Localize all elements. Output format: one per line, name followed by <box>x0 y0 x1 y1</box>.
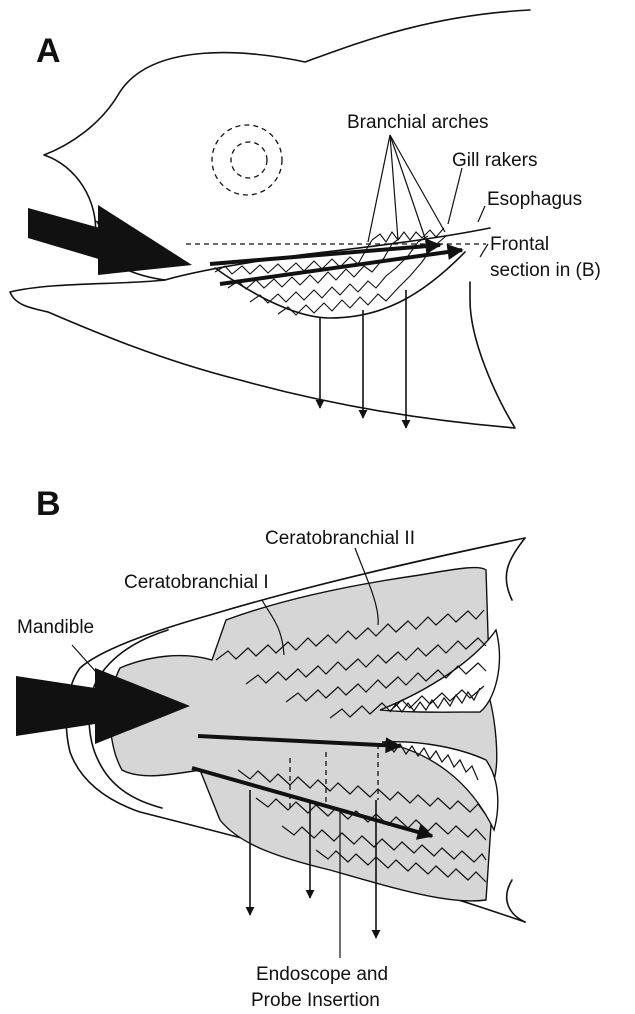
flow-arrow-a-upper <box>210 245 440 264</box>
panel-b: B <box>16 485 525 1011</box>
right-edge-lower-b <box>507 880 525 922</box>
panel-a: A <box>10 10 601 428</box>
label-section-in-b: section in (B) <box>490 260 601 281</box>
label-ceratobranchial-ii: Ceratobranchial II <box>265 528 415 549</box>
label-endoscope-line1: Endoscope and <box>256 964 388 985</box>
label-endoscope-line2: Probe Insertion <box>251 990 380 1011</box>
eye-outer-a <box>212 125 282 195</box>
label-mandible: Mandible <box>17 617 94 638</box>
panel-b-letter: B <box>36 485 61 523</box>
eye-inner-a <box>231 142 267 178</box>
label-frontal: Frontal <box>490 234 549 255</box>
label-ceratobranchial-i: Ceratobranchial I <box>124 572 269 593</box>
panel-a-letter: A <box>36 32 61 70</box>
label-gill-rakers: Gill rakers <box>452 150 538 171</box>
water-inflow-arrowhead-a <box>98 205 192 275</box>
label-esophagus: Esophagus <box>487 189 582 210</box>
head-outline-a <box>10 10 530 428</box>
right-edge-upper-b <box>506 538 525 600</box>
label-branchial-arches: Branchial arches <box>347 112 489 133</box>
